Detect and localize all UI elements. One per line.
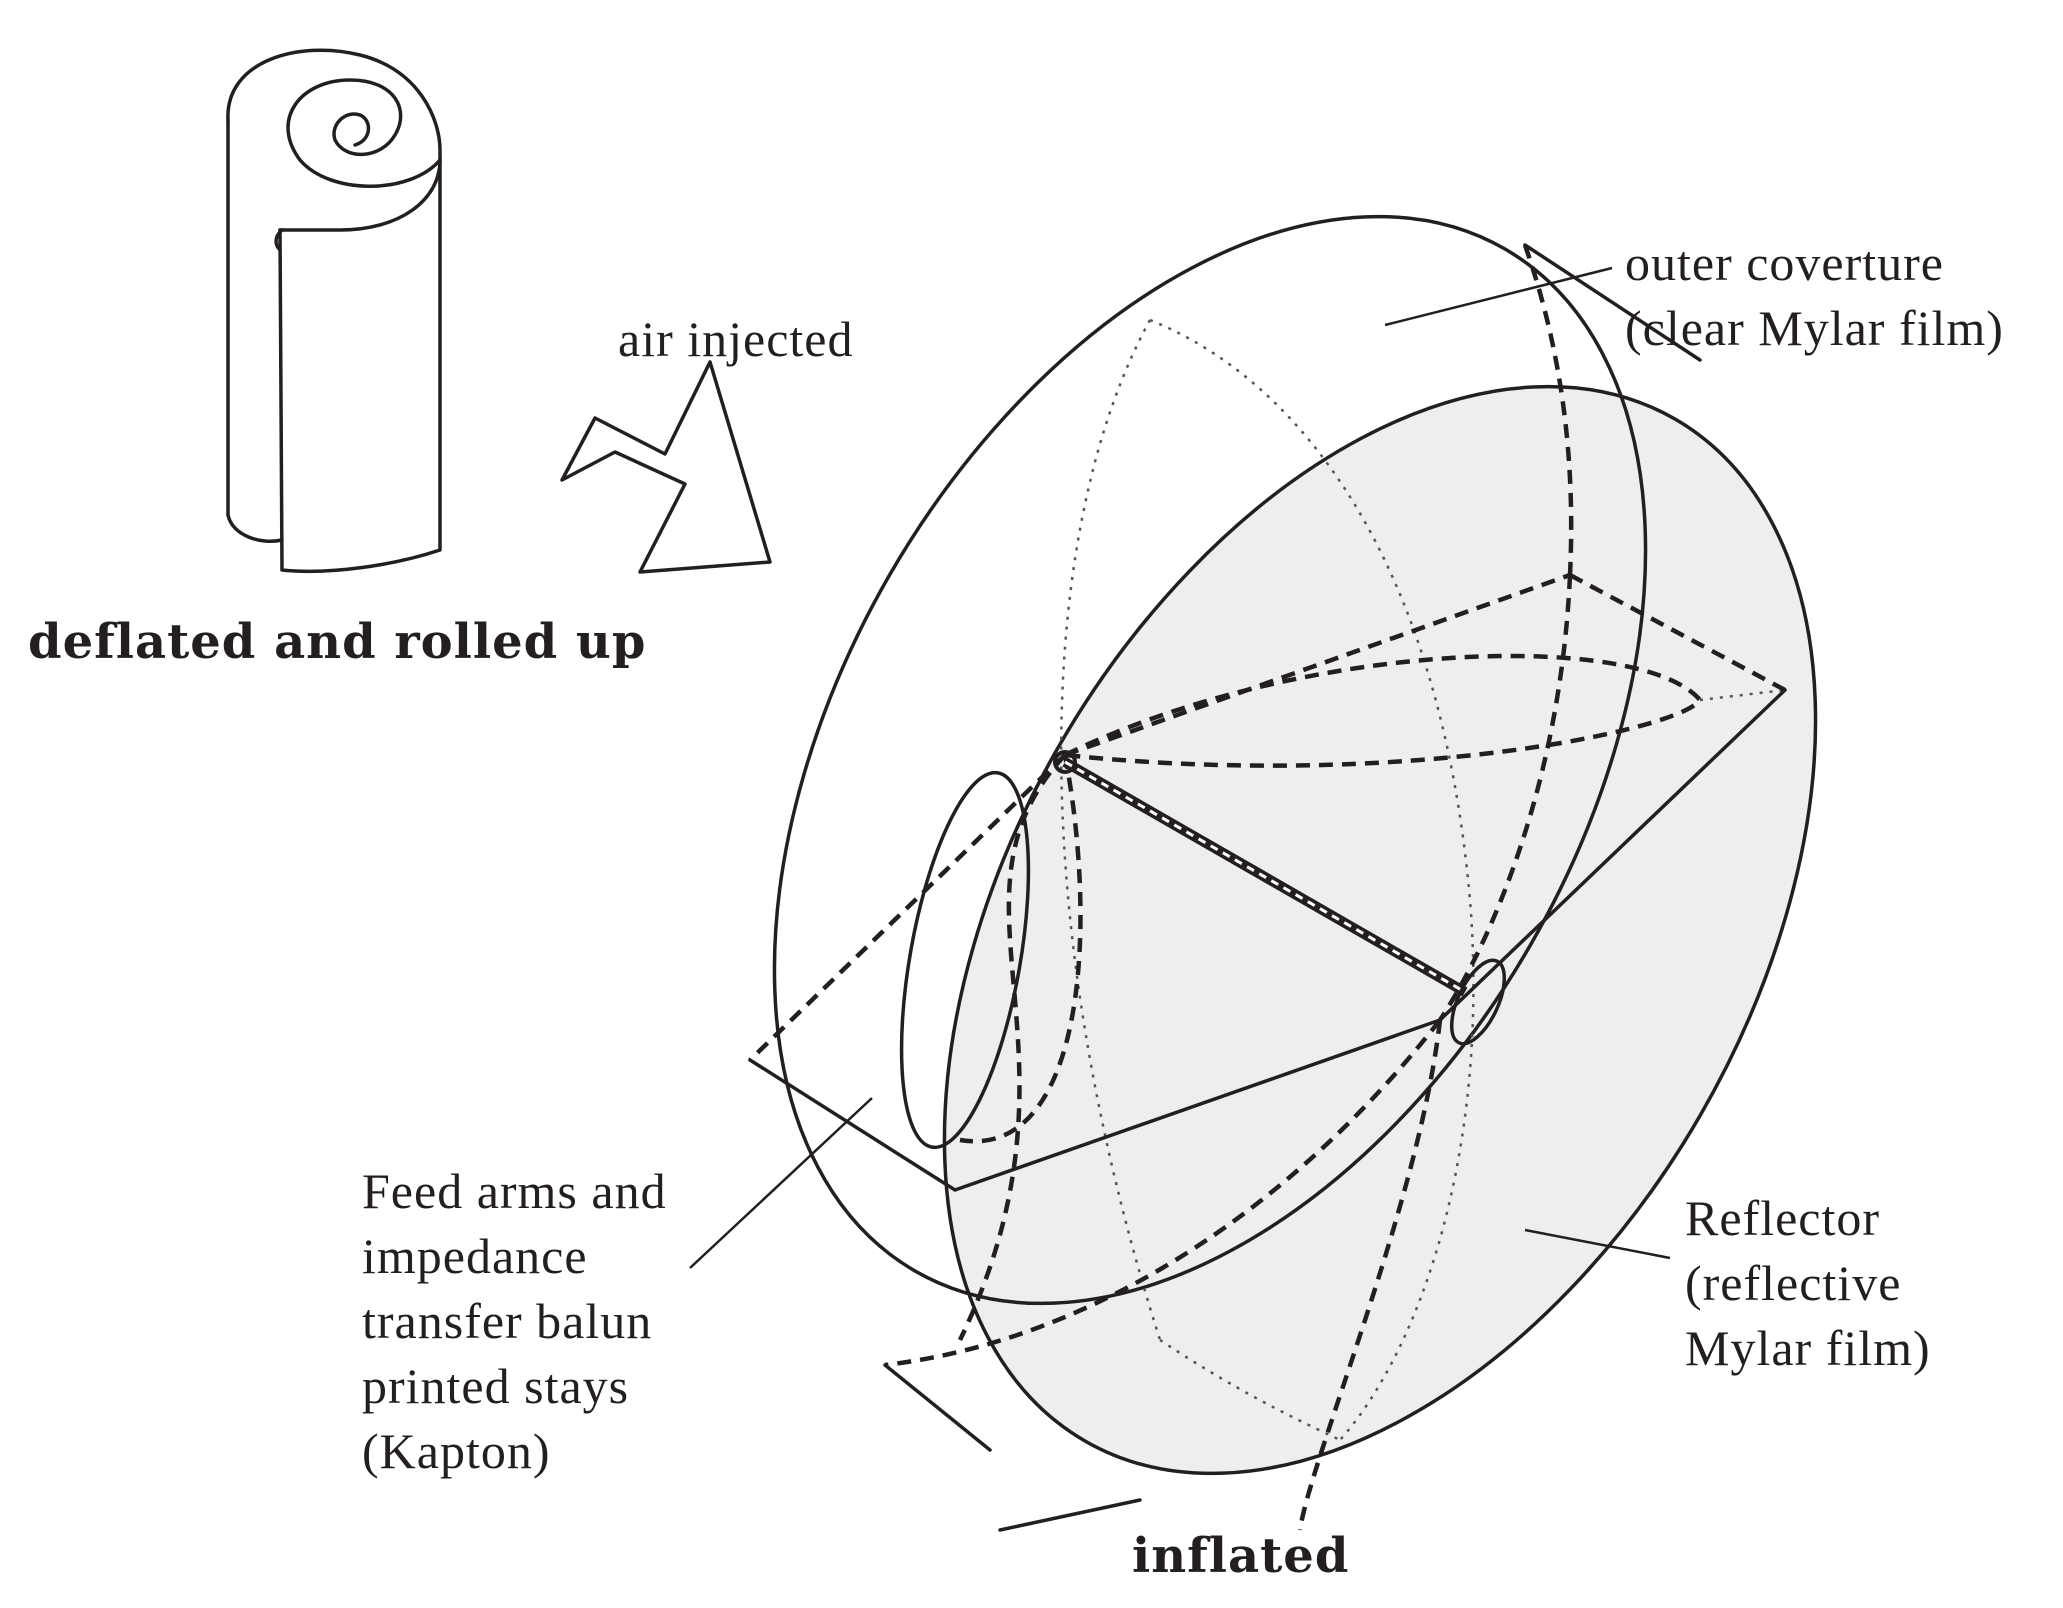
roll-bottom-left	[226, 513, 284, 543]
dashed-rib-upper	[1064, 572, 1571, 758]
rolled-film-illustration	[226, 48, 442, 574]
feed-arms-label-1: Feed arms and	[362, 1163, 667, 1219]
reflector-label: Reflector	[1685, 1190, 1880, 1246]
section-plane-top	[1438, 688, 1787, 1022]
feed-arms-label-2: impedance	[362, 1228, 588, 1284]
hollow-arrow-down-right-icon	[560, 360, 772, 574]
roll-flap-fold	[274, 228, 284, 252]
dashed-curve-inner	[959, 754, 1083, 1144]
cylinder-edge-top	[1523, 243, 1702, 362]
inflated-state-label: inflated	[1132, 1528, 1349, 1584]
cylinder-edge-bottom-2	[883, 1363, 992, 1452]
outer-coverture-rim	[772, 214, 1648, 1306]
feed-arms-label-5: (Kapton)	[362, 1423, 551, 1479]
reflector-sublabel-2: Mylar film)	[1685, 1320, 1931, 1376]
outer-coverture-sublabel: (clear Mylar film)	[1625, 300, 2004, 356]
reflector-leader	[1524, 1228, 1671, 1260]
roll-spiral	[286, 78, 442, 188]
inflated-antenna	[748, 214, 1818, 1532]
cylinder-edge-bottom	[998, 1498, 1142, 1532]
dotted-tip	[1699, 688, 1786, 702]
feed-arms-leader	[689, 1097, 873, 1269]
reflector-sublabel-1: (reflective	[1685, 1255, 1901, 1311]
feed-arms-label-3: transfer balun	[362, 1293, 652, 1349]
dashed-rib-left	[748, 753, 1067, 1062]
roll-flap	[278, 158, 442, 574]
outer-coverture-leader	[1384, 266, 1613, 327]
reflector-disk	[942, 384, 1818, 1476]
section-plane-edge	[748, 1018, 1442, 1192]
feed-window	[899, 770, 1031, 1150]
dashed-curve-lower	[1297, 1019, 1443, 1531]
roll-spiral-inner	[353, 113, 371, 147]
dashed-rib-right	[1568, 573, 1787, 692]
transition-label: air injected	[618, 311, 854, 367]
dashed-rib-top	[1522, 244, 1574, 576]
roll-top-outline	[226, 48, 442, 232]
dashed-curve-bottom	[884, 1018, 1442, 1368]
rolled-state-label: deflated and rolled up	[28, 614, 646, 670]
feed-arm-inner	[1064, 760, 1466, 994]
feed-arms-label-4: printed stays	[362, 1358, 629, 1414]
outer-coverture-label: outer coverture	[1625, 235, 1944, 291]
balun-ring	[1449, 958, 1507, 1046]
dashed-lens	[1064, 653, 1703, 768]
